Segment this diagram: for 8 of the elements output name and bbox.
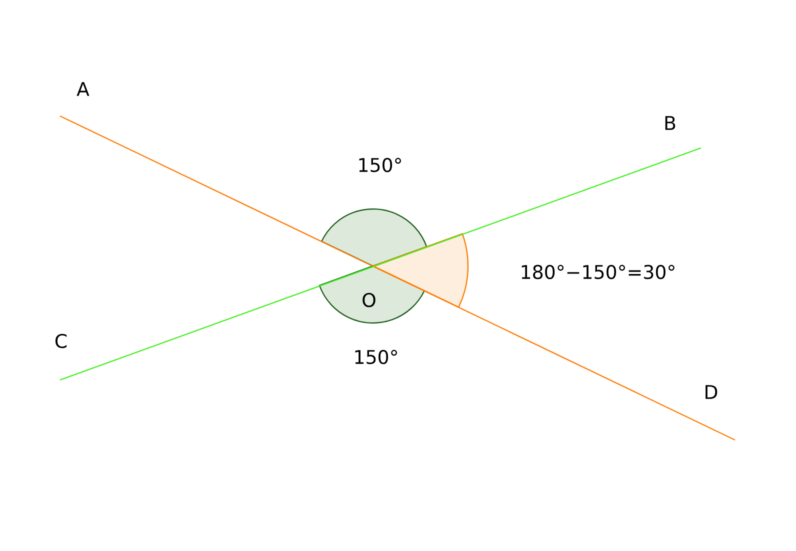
- angle-label: 180°−150°=30°: [522, 264, 674, 280]
- point-label: B: [665, 116, 676, 130]
- point-label: D: [706, 385, 718, 399]
- point-label: C: [55, 334, 67, 348]
- angle-label: 150°: [355, 350, 397, 364]
- angle-label: 150°: [359, 158, 401, 172]
- point-label: O: [362, 292, 376, 308]
- point-label: A: [76, 82, 90, 96]
